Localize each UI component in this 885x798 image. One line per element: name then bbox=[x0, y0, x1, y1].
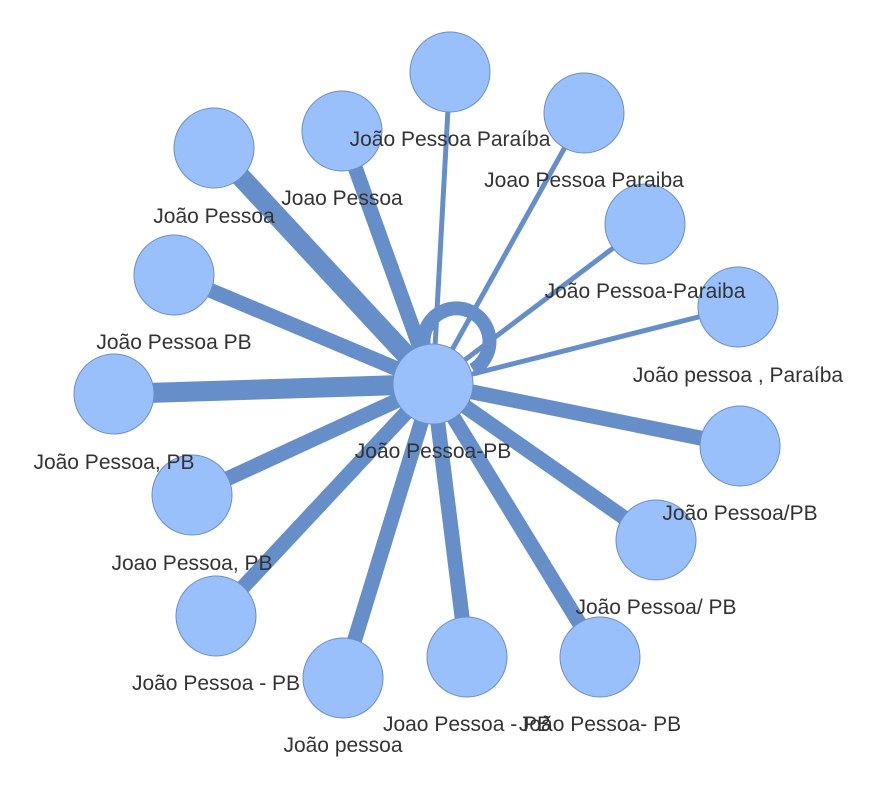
node-circle[interactable] bbox=[426, 616, 508, 698]
node-circle[interactable] bbox=[301, 90, 383, 172]
node-label: João Pessoa/PB bbox=[662, 502, 817, 525]
node-circle[interactable] bbox=[133, 234, 215, 316]
edge bbox=[188, 377, 437, 502]
node-label: João Pessoa- PB bbox=[519, 713, 681, 736]
node-label: Joao Pessoa - PB bbox=[383, 713, 551, 736]
node-circle[interactable] bbox=[151, 454, 233, 536]
node-label: Joao Pessoa Paraiba bbox=[484, 169, 684, 192]
edge bbox=[432, 304, 739, 387]
node-circle[interactable] bbox=[697, 266, 779, 348]
label-layer: João Pessoa-PB João Pessoa Paraíba Joao … bbox=[33, 128, 843, 757]
edge bbox=[431, 376, 742, 454]
node-label: João pessoa , Paraíba bbox=[633, 364, 843, 387]
edge bbox=[206, 141, 441, 391]
edge bbox=[431, 222, 647, 386]
node-circle[interactable] bbox=[175, 575, 257, 657]
node-label: João pessoa bbox=[283, 734, 402, 757]
edge bbox=[430, 71, 453, 385]
edge bbox=[430, 111, 587, 386]
edge bbox=[425, 383, 475, 658]
node-label: João Pessoa/ PB bbox=[575, 596, 736, 619]
edge bbox=[113, 374, 434, 404]
edge bbox=[335, 381, 441, 681]
edge bbox=[171, 268, 436, 391]
node-circle[interactable] bbox=[604, 183, 686, 265]
hub-node-circle[interactable] bbox=[392, 343, 474, 425]
node-circle[interactable] bbox=[699, 405, 781, 487]
node-circle[interactable] bbox=[73, 353, 155, 435]
node-layer bbox=[73, 31, 781, 719]
node-circle[interactable] bbox=[173, 107, 255, 189]
node-label: João Pessoa, PB bbox=[33, 451, 194, 474]
edge bbox=[210, 378, 439, 622]
edge bbox=[428, 377, 661, 547]
node-label: João Pessoa-Paraiba bbox=[545, 280, 746, 303]
edge-layer bbox=[113, 71, 742, 681]
edge bbox=[426, 380, 607, 661]
node-label: João Pessoa - PB bbox=[132, 672, 300, 695]
node-label: João Pessoa bbox=[153, 205, 275, 228]
node-circle[interactable] bbox=[302, 637, 384, 719]
node-label: João Pessoa Paraíba bbox=[350, 128, 551, 151]
node-circle[interactable] bbox=[409, 31, 491, 113]
node-label: Joao Pessoa bbox=[281, 187, 403, 210]
node-label: Joao Pessoa, PB bbox=[111, 552, 272, 575]
node-label-hub: João Pessoa-PB bbox=[355, 440, 511, 463]
node-circle[interactable] bbox=[615, 499, 697, 581]
node-circle[interactable] bbox=[543, 72, 625, 154]
node-circle[interactable] bbox=[559, 616, 641, 698]
node-label: João Pessoa PB bbox=[96, 331, 251, 354]
